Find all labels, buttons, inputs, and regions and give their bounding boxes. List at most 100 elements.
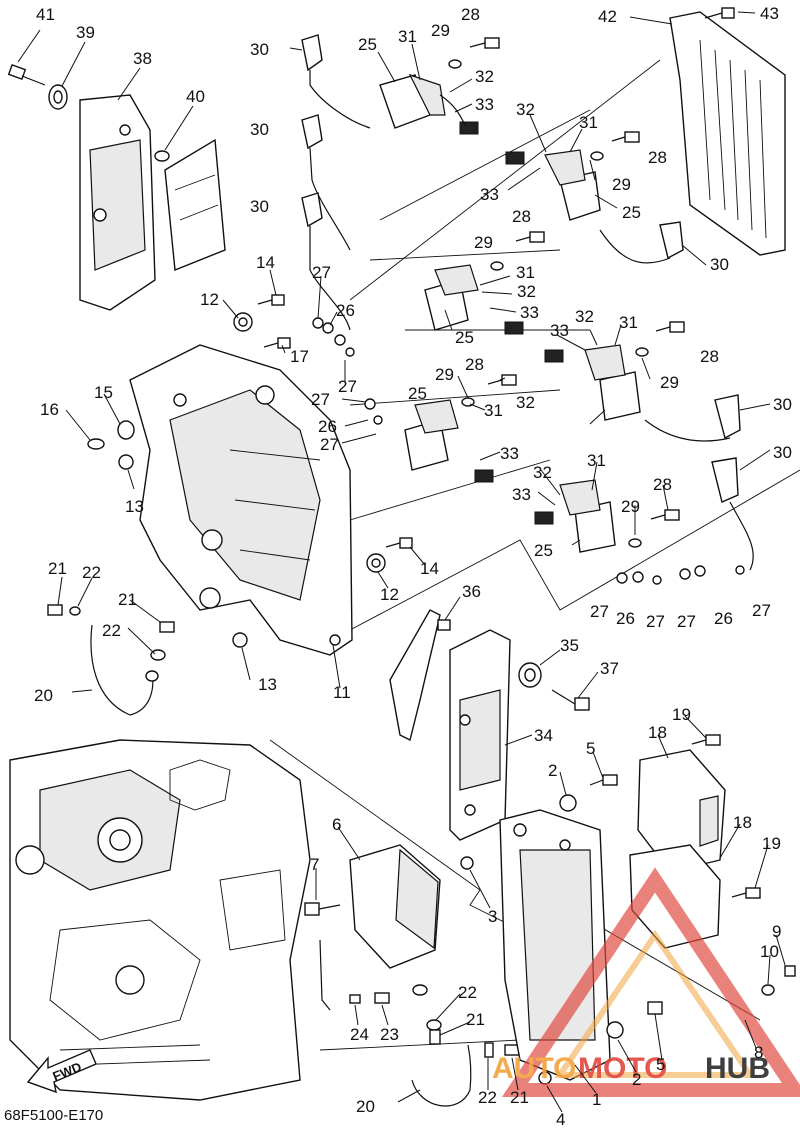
callout-31: 31 (484, 401, 503, 420)
coil-6 (534, 479, 616, 553)
watermark-hub: HUB (705, 1052, 770, 1085)
small-parts-left (87, 294, 413, 648)
watermark-auto: AUTO (492, 1052, 576, 1085)
callout-36: 36 (462, 582, 481, 601)
callout-27: 27 (752, 601, 771, 620)
bolts-28 (469, 37, 685, 521)
spacer-35 (518, 662, 542, 688)
callout-33: 33 (500, 444, 519, 463)
ground-lead-upper (47, 604, 175, 716)
callout-22: 22 (102, 621, 121, 640)
callout-32: 32 (533, 463, 552, 482)
fwd-arrow: FWD (26, 1049, 97, 1094)
bolt-37 (551, 689, 590, 711)
wire-clamp-36 (389, 609, 451, 742)
callout-32: 32 (516, 393, 535, 412)
watermark: AUTO MOTO HUB (492, 867, 800, 1097)
callout-14: 14 (420, 559, 439, 578)
callout-24: 24 (350, 1025, 369, 1044)
callout-21: 21 (118, 590, 137, 609)
callout-13: 13 (125, 497, 144, 516)
coil-2 (505, 149, 601, 221)
guide-lines (269, 59, 800, 1051)
callout-32: 32 (516, 100, 535, 119)
callout-13: 13 (258, 675, 277, 694)
bracket-34 (449, 629, 511, 841)
callout-29: 29 (621, 497, 640, 516)
callout-42: 42 (598, 7, 617, 26)
callout-8: 8 (754, 1043, 763, 1062)
callout-39: 39 (76, 23, 95, 42)
callout-28: 28 (512, 207, 531, 226)
callout-26: 26 (714, 609, 733, 628)
callout-2: 2 (632, 1070, 641, 1089)
callout-12: 12 (200, 290, 219, 309)
callout-27: 27 (338, 377, 357, 396)
callout-20: 20 (356, 1097, 375, 1116)
callout-30: 30 (773, 395, 792, 414)
callout-25: 25 (534, 541, 553, 560)
callout-40: 40 (186, 87, 205, 106)
reference-code: 68F5100-E170 (4, 1107, 103, 1124)
callout-25: 25 (622, 203, 641, 222)
leaders (17, 11, 786, 1113)
bolt-7 (304, 902, 341, 916)
bracket-40 (164, 138, 226, 271)
callout-12: 12 (380, 585, 399, 604)
callout-26: 26 (336, 301, 355, 320)
callout-14: 14 (256, 253, 275, 272)
callout-31: 31 (516, 263, 535, 282)
callout-25: 25 (408, 384, 427, 403)
callout-5: 5 (586, 739, 595, 758)
callout-19: 19 (762, 834, 781, 853)
callout-21: 21 (510, 1088, 529, 1107)
callout-19: 19 (672, 705, 691, 724)
callout-9: 9 (772, 922, 781, 941)
callout-33: 33 (512, 485, 531, 504)
callout-10: 10 (760, 942, 779, 961)
callout-11: 11 (333, 683, 351, 702)
callout-29: 29 (435, 365, 454, 384)
callout-25: 25 (358, 35, 377, 54)
cover-42 (669, 11, 786, 256)
bolt-43 (704, 7, 735, 19)
callout-32: 32 (475, 67, 494, 86)
ground-lead-lower (349, 984, 520, 1107)
callout-5: 5 (656, 1055, 665, 1074)
callout-34: 34 (534, 726, 553, 745)
callout-30: 30 (250, 40, 269, 59)
callout-26: 26 (318, 417, 337, 436)
callout-28: 28 (653, 475, 672, 494)
callout-30: 30 (773, 443, 792, 462)
callout-28: 28 (648, 148, 667, 167)
rectifier-6 (349, 844, 441, 969)
engine-block (9, 739, 331, 1101)
grommet-39 (48, 84, 68, 110)
callout-18: 18 (733, 813, 752, 832)
callout-22: 22 (478, 1088, 497, 1107)
clips-26-27 (312, 317, 745, 585)
coil-5 (404, 399, 494, 483)
callout-37: 37 (600, 659, 619, 678)
callout-6: 6 (332, 815, 341, 834)
parts-2-5 (460, 774, 796, 1085)
coil-1 (379, 73, 479, 135)
callout-27: 27 (590, 602, 609, 621)
callout-20: 20 (34, 686, 53, 705)
callout-15: 15 (94, 383, 113, 402)
callout-27: 27 (677, 612, 696, 631)
callout-43: 43 (760, 4, 779, 23)
callout-22: 22 (458, 983, 477, 1002)
callout-31: 31 (619, 313, 638, 332)
callout-29: 29 (612, 175, 631, 194)
callout-35: 35 (560, 636, 579, 655)
cover-plate-38 (79, 94, 156, 311)
callout-17: 17 (290, 347, 309, 366)
callout-31: 31 (398, 27, 417, 46)
bolt-41 (7, 64, 46, 86)
bolts-19 (691, 734, 761, 899)
callout-18: 18 (648, 723, 667, 742)
callout-27: 27 (311, 390, 330, 409)
callout-21: 21 (466, 1010, 485, 1029)
